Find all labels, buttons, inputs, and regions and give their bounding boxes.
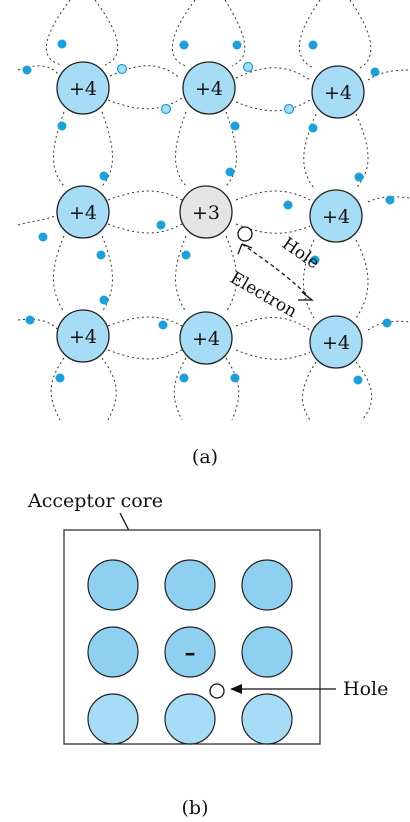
atom-label-r1c1: +4: [69, 78, 97, 100]
electron-dot: [156, 220, 166, 230]
atom-r1c1: [56, 61, 110, 115]
electron-dot: [22, 65, 32, 75]
core-r1c3: [241, 559, 293, 611]
acceptor-core-label: Acceptor core: [27, 490, 163, 512]
core-r1c1: [87, 559, 139, 611]
acceptor-panel: Acceptor core – Hole (b): [27, 490, 388, 819]
electron-dot: [158, 320, 168, 330]
electron-dot-light: [160, 103, 172, 115]
hole-electron-arrow: [237, 243, 314, 301]
lattice-bonds: [46, 0, 373, 421]
atom-r2c1: [56, 185, 110, 239]
atom-r3c2: [179, 311, 233, 365]
acceptor-atom: [179, 185, 233, 239]
core-r1c2: [164, 559, 216, 611]
core-r3c2: [164, 693, 216, 745]
electron-dot: [230, 373, 240, 383]
panel-b-caption: (b): [182, 797, 209, 819]
electron-dot: [57, 39, 67, 49]
electron-label: Electron: [227, 268, 301, 322]
acceptor-atom-label: +3: [192, 202, 220, 224]
atom-label-r1c3: +4: [324, 82, 352, 104]
crystal-hole: [209, 683, 225, 699]
atom-labels: +4 +4 +4 +4 +3 +4 +4 +4 +4: [69, 78, 352, 354]
atom-r3c3: [309, 315, 363, 369]
lattice-panel: +4 +4 +4 +4 +3 +4 +4 +4 +4: [17, 0, 410, 468]
atoms: [56, 61, 365, 369]
electron-dot: [38, 232, 48, 242]
electron-dot: [25, 315, 35, 325]
electron-dot: [370, 67, 380, 77]
crystal-atoms: [87, 559, 293, 745]
electron-dot: [230, 121, 240, 131]
bond-electrons-light: [116, 61, 295, 115]
electron-dot: [308, 40, 318, 50]
electron-dot-light: [116, 63, 128, 75]
electron-dot: [96, 250, 106, 260]
core-r2c3: [241, 626, 293, 678]
electron-dot: [179, 373, 189, 383]
electron-dot: [57, 121, 67, 131]
hole-label-b: Hole: [343, 678, 388, 700]
core-r3c3: [241, 693, 293, 745]
electron-dot: [225, 167, 235, 177]
electron-dot: [308, 123, 318, 133]
atom-label-r3c3: +4: [322, 332, 350, 354]
atom-label-r2c1: +4: [69, 202, 97, 224]
electron-dot: [232, 40, 242, 50]
acceptor-charge: –: [185, 640, 196, 666]
atom-r1c3: [311, 65, 365, 119]
atom-label-r1c2: +4: [195, 78, 223, 100]
core-r2c1: [87, 626, 139, 678]
core-r3c1: [87, 693, 139, 745]
atom-r2c3: [309, 189, 363, 243]
acceptor-core: [164, 626, 216, 678]
hole-label: Hole: [278, 234, 323, 274]
electron-dot: [55, 373, 65, 383]
lattice-hole: [237, 226, 253, 242]
electron-dot: [385, 195, 395, 205]
panel-a-caption: (a): [192, 446, 218, 468]
atom-r1c2: [182, 61, 236, 115]
atom-r3c1: [56, 309, 110, 363]
electron-dot: [310, 255, 320, 265]
electron-dot: [99, 295, 109, 305]
electron-dot: [283, 200, 293, 210]
electron-dot: [181, 250, 191, 260]
electron-dot: [179, 40, 189, 50]
electron-dot: [354, 172, 364, 182]
electron-dot-light: [283, 103, 295, 115]
electron-dot: [382, 318, 392, 328]
electron-dot: [99, 171, 109, 181]
electron-dot: [353, 375, 363, 385]
atom-label-r2c3: +4: [322, 206, 350, 228]
atom-label-r3c1: +4: [69, 326, 97, 348]
valence-electrons: [22, 39, 395, 385]
electron-dot-light: [242, 61, 254, 73]
hole-arrowhead: [230, 684, 242, 694]
atom-label-r3c2: +4: [192, 328, 220, 350]
